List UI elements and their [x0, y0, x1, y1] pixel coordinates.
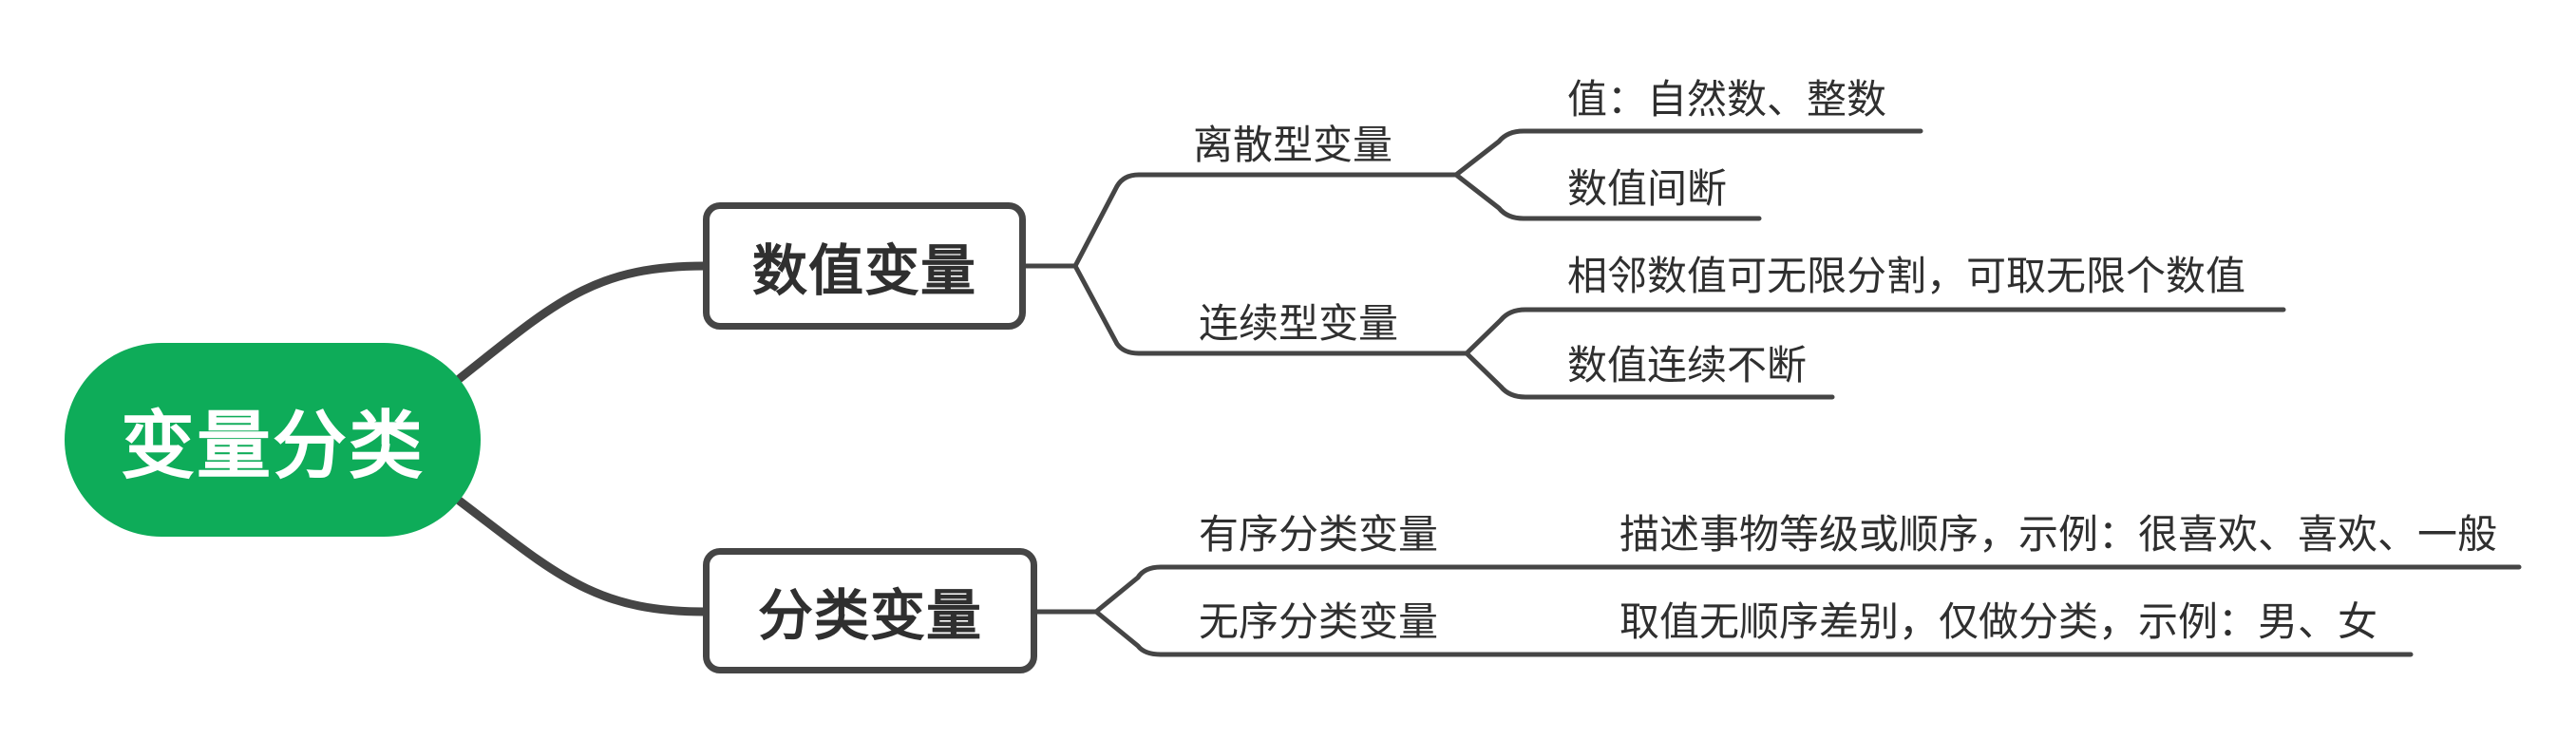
- topic-discrete-values[interactable]: 值：自然数、整数: [1567, 77, 1887, 122]
- edge-categorical-to-ordinal: [1034, 564, 2522, 615]
- edge-discrete-to-discontinuous: [1453, 172, 1762, 221]
- topic-discrete-discontinuous[interactable]: 数值间断: [1567, 166, 1728, 211]
- topic-categorical-variable[interactable]: 分类变量: [703, 548, 1037, 673]
- edge-numeric-to-discrete: [1023, 172, 1459, 269]
- topic-numeric-variable[interactable]: 数值变量: [703, 202, 1026, 330]
- topic-discrete-variable[interactable]: 离散型变量: [1193, 123, 1393, 167]
- topic-continuous-variable[interactable]: 连续型变量: [1199, 301, 1399, 346]
- edge-continuous-to-unbroken: [1464, 351, 1835, 400]
- topic-continuous-infinite-split[interactable]: 相邻数值可无限分割，可取无限个数值: [1567, 254, 2246, 298]
- topic-nominal-categorical[interactable]: 无序分类变量: [1199, 599, 1439, 644]
- topic-continuous-unbroken[interactable]: 数值连续不断: [1567, 343, 1808, 388]
- edge-numeric-to-continuous: [1072, 263, 1469, 356]
- topic-nominal-description[interactable]: 取值无顺序差别，仅做分类，示例：男、女: [1619, 599, 2378, 644]
- edge-categorical-to-nominal: [1093, 609, 2414, 657]
- edge-discrete-to-values: [1453, 128, 1923, 178]
- root-topic[interactable]: 变量分类: [65, 343, 481, 537]
- topic-ordinal-categorical[interactable]: 有序分类变量: [1199, 512, 1439, 557]
- edge-root-to-categorical: [453, 495, 710, 616]
- topic-numeric-variable-label: 数值变量: [751, 240, 976, 302]
- root-topic-label: 变量分类: [120, 404, 425, 487]
- topic-categorical-variable-label: 分类变量: [757, 585, 982, 647]
- edge-continuous-to-infinite-split: [1464, 307, 2286, 356]
- edge-root-to-numeric: [453, 261, 710, 385]
- topic-ordinal-description[interactable]: 描述事物等级或顺序，示例：很喜欢、喜欢、一般: [1619, 512, 2498, 557]
